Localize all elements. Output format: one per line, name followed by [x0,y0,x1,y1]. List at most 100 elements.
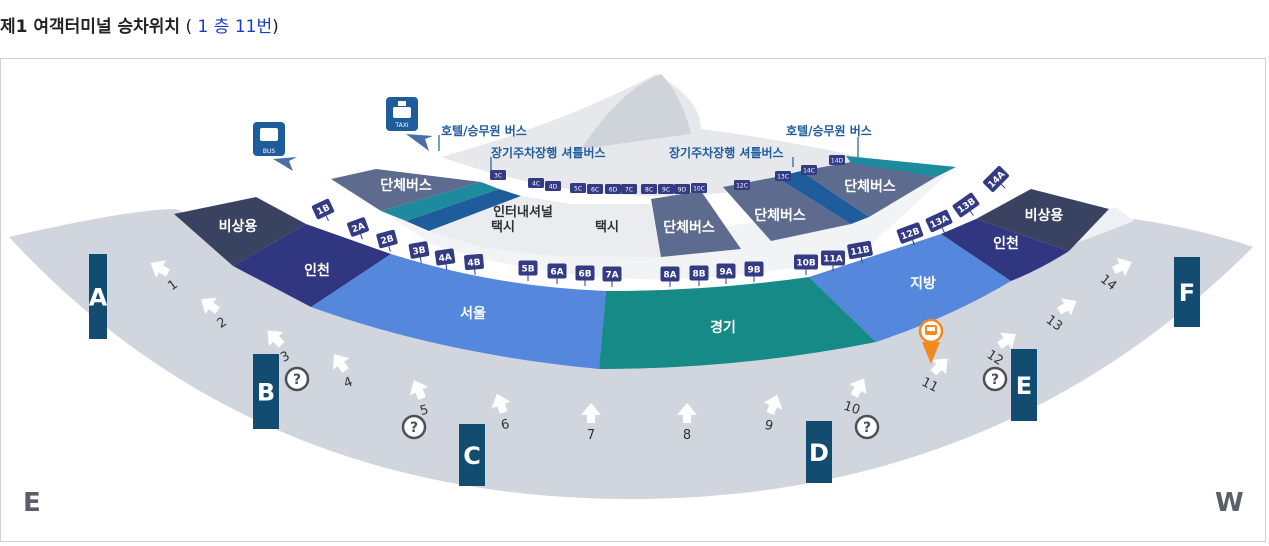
bus-icon-text: BUS [263,148,276,155]
stop-badge-6A: 6A [547,263,567,284]
info-icon: ? [284,366,310,392]
label-shuttle-right: 장기주차장행 셔틀버스 [669,145,784,160]
gate-marker-B: B [253,354,279,429]
info-icon: ? [854,414,880,440]
zone-incheon-right [941,219,1069,281]
stop-badge-label: 8A [663,271,676,281]
compass-east: E [23,488,41,518]
info-icon: ? [982,366,1008,392]
inner-badge-12C: 12C [734,180,750,190]
stop-badge-5B: 5B [518,260,538,281]
heading-stop: 11번 [234,17,273,37]
info-icon-glyph: ? [410,420,418,436]
zone-emergency-right [976,189,1109,251]
lane-blue-left [406,189,521,231]
door-number: 7 [587,428,595,443]
label-hotel-crew-right: 호텔/승무원 버스 [786,123,872,138]
inner-badge-13C: 13C [775,171,791,181]
inner-badge-9D: 9D [674,184,690,194]
label-group-bus-right2: 단체버스 [844,178,896,195]
label-group-bus-left: 단체버스 [380,177,432,194]
door-number: 10 [841,399,861,418]
page-title: 제1 여객터미널 승차위치 ( 1 층 11번) [0,12,279,37]
label-seoul: 서울 [460,305,486,322]
arrow-up-icon [267,330,285,348]
arrow-up-icon [849,378,867,398]
stop-badge-2A: 2A [347,217,369,240]
inner-badge-label: 8C [645,187,653,194]
label-gyeonggi: 경기 [710,319,736,336]
inner-badge-5C: 5C [570,183,586,193]
lane-teal-left [381,182,499,221]
gate-marker-D: D [806,421,832,483]
inner-badge-label: 14D [831,158,844,165]
stop-badge-label: 5B [521,265,534,275]
label-incheon-right: 인천 [993,235,1019,252]
inner-badge-label: 13C [777,174,789,181]
bus-direction-arrow-icon [273,157,297,171]
info-icons: ???? [284,366,1008,440]
gate-label: A [89,284,108,312]
inner-badge-6D: 6D [605,184,621,194]
zone-seoul [311,254,606,369]
stop-badge-11A: 11A [821,250,845,271]
taxi-icon: TAXI [386,97,418,131]
inner-badge-label: 10C [693,186,705,193]
inner-badge-label: 12C [736,183,748,190]
arrow-up-icon [409,380,429,400]
taxi-direction-arrow-icon [406,134,433,151]
terminal-dome-top [581,74,691,149]
zone-emergency-left [174,197,306,266]
inner-badge-label: 14C [803,168,815,175]
stop-badge-12B: 12B [896,222,924,246]
door-number: 5 [418,402,430,419]
zone-gyeonggi [599,277,876,369]
heading-paren-close: ) [272,17,279,37]
zone-group-bus-right2 [801,162,936,217]
door-6: 6 [491,393,511,433]
stop-badge-9A: 9A [716,263,736,284]
stop-badge-4B: 4B [464,253,484,275]
inner-badge-label: 9C [662,187,670,194]
label-emergency-left: 비상용 [219,219,258,235]
zone-intl-taxi [429,196,571,255]
arrow-up-icon [201,297,220,315]
inner-badge-label: 5C [574,186,582,193]
label-emergency-right: 비상용 [1025,208,1064,224]
arrow-up-icon [581,403,601,423]
inner-badge-4C: 4C [528,178,544,188]
stop-badge-label: 9A [719,268,732,278]
lane-blue-right [776,171,869,224]
zone-group-bus-right1 [723,177,851,241]
stop-badge-label: 9B [747,266,760,276]
stop-badge-6B: 6B [575,265,595,286]
info-icon: ? [401,414,427,440]
stop-badge-label: 10B [796,259,816,269]
stop-badge-4A: 4A [434,248,456,270]
inner-badge-label: 7C [625,187,633,194]
arrow-up-icon [1057,298,1077,316]
terminal-map-svg: 비상용 인천 서울 경기 지방 인천 비상용 단체버스 단체버스 단체버스 단체… [9,74,1253,518]
door-number: 6 [500,417,511,433]
inner-badge-14C: 14C [801,165,817,175]
stop-badge-2B: 2B [376,229,398,252]
arrow-up-icon [332,354,350,373]
inner-badge-label: 3C [494,173,502,180]
stop-badge-label: 11B [850,245,871,258]
inner-badge-label: 6D [609,187,618,194]
terminal-map: 비상용 인천 서울 경기 지방 인천 비상용 단체버스 단체버스 단체버스 단체… [0,58,1266,542]
gate-label: F [1179,279,1195,307]
gate-marker-C: C [459,424,485,486]
stop-badge-8B: 8B [689,265,709,286]
door-number: 9 [763,418,774,434]
gate-label: D [809,439,829,467]
label-taxi: 택시 [595,219,619,235]
zone-group-bus-center [651,191,741,257]
inner-plaza [336,171,951,280]
arrow-up-icon [150,260,170,278]
inner-badge-4D: 4D [545,181,561,191]
stop-badge-8A: 8A [660,266,680,287]
compass-west: W [1215,488,1244,518]
